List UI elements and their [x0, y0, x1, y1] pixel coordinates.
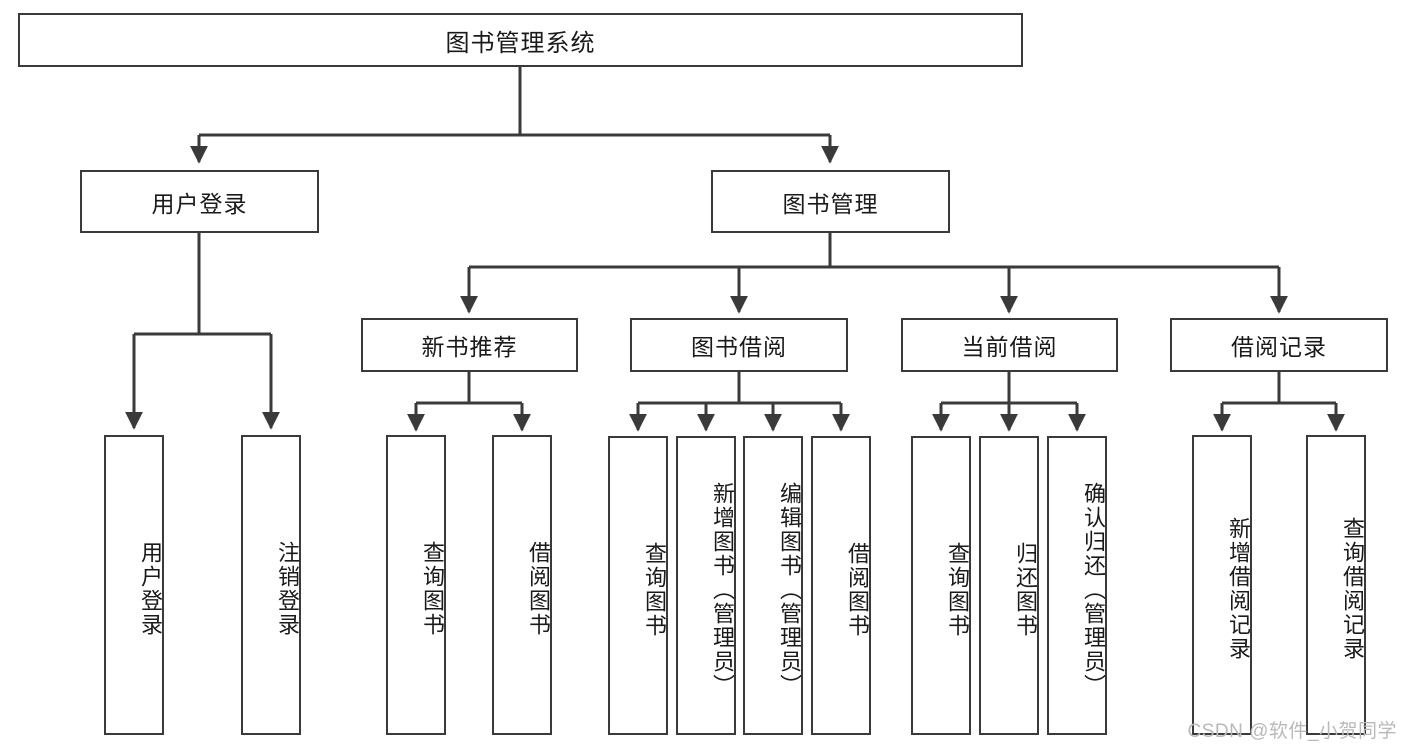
node-label: 编辑图书（管理员） — [777, 481, 802, 698]
node-label: 注销登录 — [275, 541, 300, 637]
node-label: 新增借阅记录 — [1226, 517, 1251, 661]
leaf-book-borrow-query[interactable]: 查询图书 — [608, 436, 668, 735]
node-label: 当前借阅 — [961, 334, 1058, 360]
node-new-book-recommend[interactable]: 新书推荐 — [361, 318, 578, 372]
node-label: 查询图书 — [642, 541, 667, 638]
node-label: 查询借阅记录 — [1340, 517, 1365, 661]
node-label: 查询图书 — [420, 541, 445, 637]
node-label: 新增图书（管理员） — [710, 481, 735, 698]
leaf-current-borrow-confirm-return[interactable]: 确认归还（管理员） — [1047, 436, 1107, 735]
leaf-book-borrow-add[interactable]: 新增图书（管理员） — [676, 436, 736, 735]
node-label: 确认归还（管理员） — [1081, 481, 1106, 698]
leaf-borrow-record-add[interactable]: 新增借阅记录 — [1192, 435, 1252, 735]
node-current-borrow[interactable]: 当前借阅 — [901, 318, 1118, 372]
leaf-book-borrow-edit[interactable]: 编辑图书（管理员） — [743, 436, 803, 735]
node-label: 新书推荐 — [421, 334, 518, 360]
leaf-current-borrow-return[interactable]: 归还图书 — [979, 436, 1039, 735]
node-book-management[interactable]: 图书管理 — [711, 170, 950, 233]
node-borrow-record[interactable]: 借阅记录 — [1170, 318, 1388, 372]
node-label: 用户登录 — [151, 190, 248, 217]
node-user-login[interactable]: 用户登录 — [80, 170, 319, 233]
node-label: 图书管理 — [782, 190, 879, 217]
node-label: 查询图书 — [945, 541, 970, 638]
node-label: 图书借阅 — [691, 334, 787, 360]
leaf-current-borrow-query[interactable]: 查询图书 — [911, 436, 971, 735]
node-label: 借阅图书 — [845, 541, 870, 638]
node-label: 用户登录 — [138, 541, 163, 637]
node-book-borrow[interactable]: 图书借阅 — [630, 318, 848, 372]
leaf-new-book-query[interactable]: 查询图书 — [386, 435, 446, 735]
leaf-user-login-logout[interactable]: 注销登录 — [241, 435, 301, 735]
leaf-user-login-login[interactable]: 用户登录 — [104, 435, 164, 735]
node-label: 借阅记录 — [1231, 334, 1327, 360]
leaf-new-book-borrow[interactable]: 借阅图书 — [492, 435, 552, 735]
leaf-book-borrow-borrow[interactable]: 借阅图书 — [811, 436, 871, 735]
node-label: 图书管理系统 — [445, 29, 596, 57]
node-root-system[interactable]: 图书管理系统 — [18, 13, 1023, 67]
watermark-text: CSDN @软件_小贺同学 — [1187, 721, 1397, 742]
node-label: 借阅图书 — [526, 541, 551, 637]
leaf-borrow-record-query[interactable]: 查询借阅记录 — [1306, 435, 1366, 735]
node-label: 归还图书 — [1013, 541, 1038, 638]
